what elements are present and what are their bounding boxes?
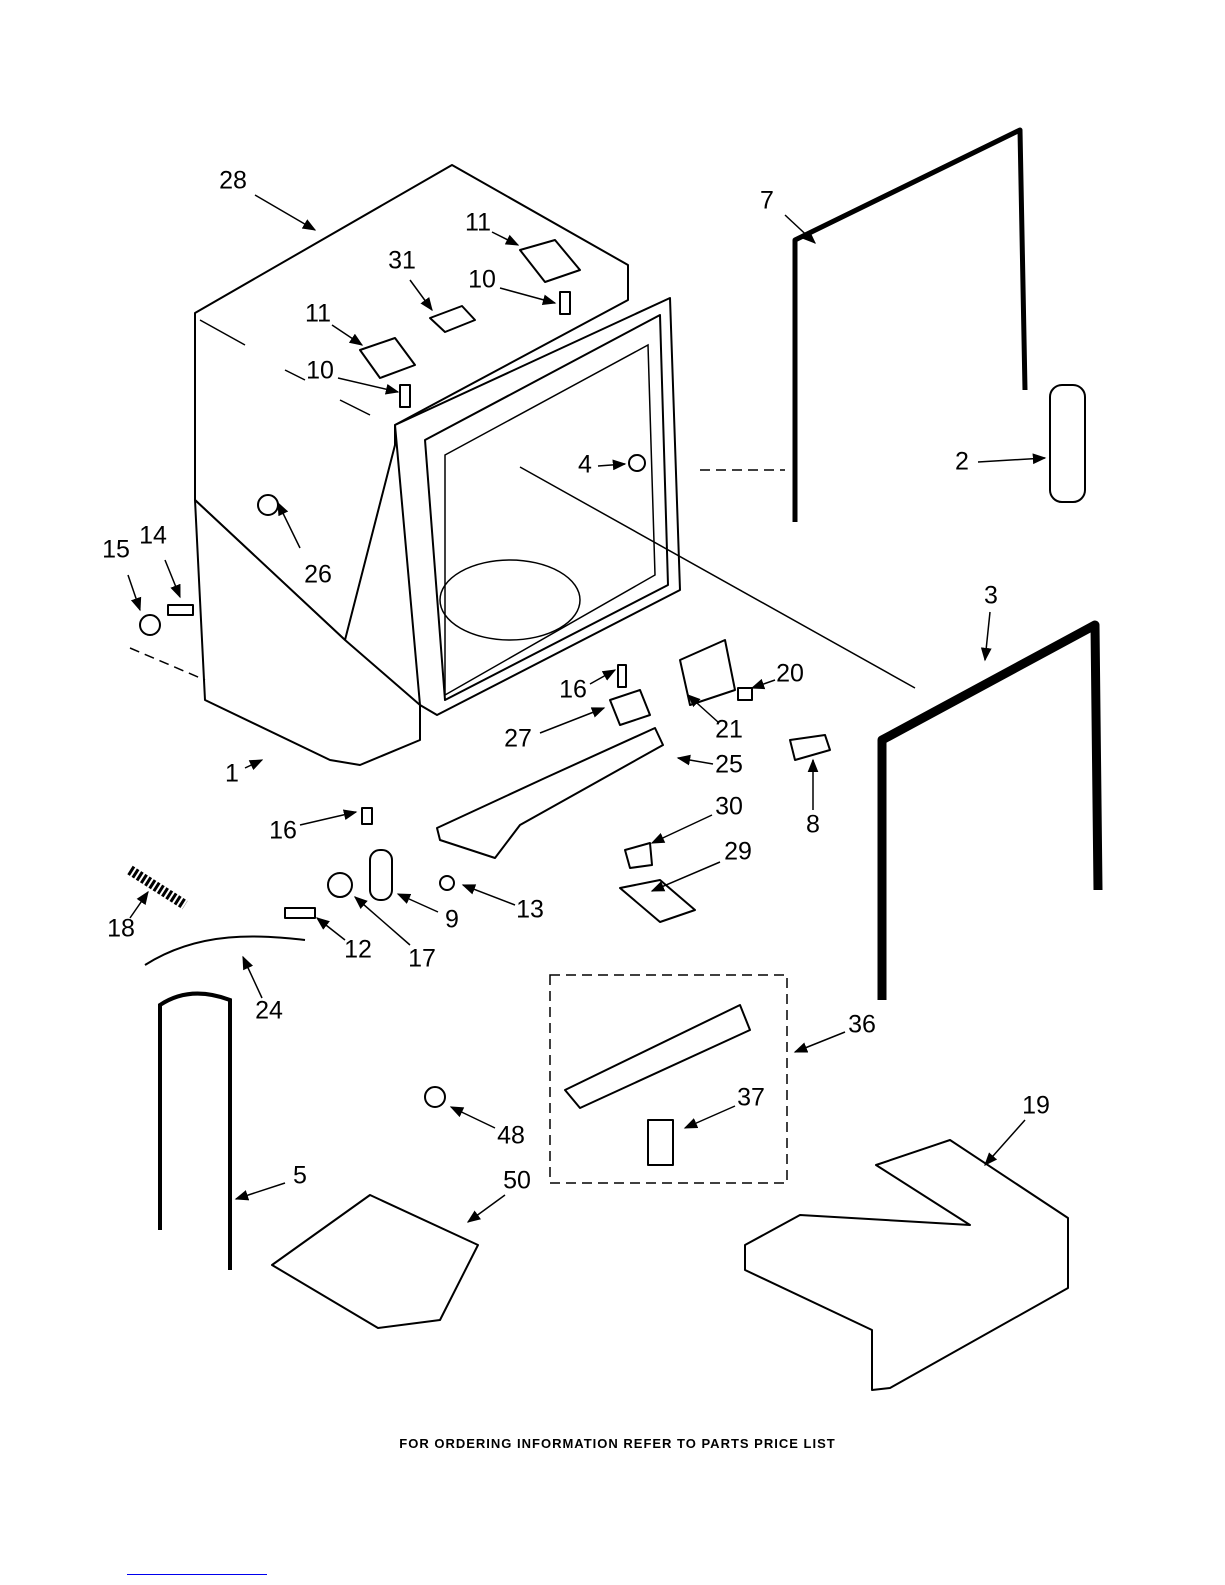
- callout-label-13: 13: [516, 896, 544, 924]
- link-underline[interactable]: [127, 1574, 267, 1575]
- callout-arrow: [795, 1032, 845, 1052]
- callout-label-30: 30: [715, 793, 743, 821]
- callout-label-28: 28: [219, 167, 247, 195]
- callout-label-27: 27: [504, 725, 532, 753]
- callout-label-14: 14: [139, 522, 167, 550]
- callout-label-26: 26: [304, 561, 332, 589]
- callout-arrow: [317, 918, 345, 940]
- callout-label-20: 20: [776, 660, 804, 688]
- callout-label-11: 11: [305, 300, 331, 328]
- callout-arrow: [236, 1183, 285, 1199]
- callout-arrow: [678, 758, 713, 764]
- callout-arrow: [165, 560, 180, 597]
- footer-note: FOR ORDERING INFORMATION REFER TO PARTS …: [0, 1436, 1225, 1451]
- callout-label-8: 8: [806, 811, 820, 839]
- base-insulation: [745, 1140, 1068, 1390]
- callout-label-4: 4: [578, 451, 592, 479]
- callout-arrow: [978, 458, 1045, 462]
- callout-arrow: [255, 195, 315, 230]
- callout-label-48: 48: [497, 1122, 525, 1150]
- callout-label-1: 1: [225, 760, 239, 788]
- callout-arrow: [985, 612, 990, 660]
- callout-arrow: [685, 1106, 735, 1128]
- callout-arrow: [463, 885, 515, 905]
- callout-arrow: [468, 1195, 505, 1222]
- callout-arrow: [243, 957, 262, 998]
- callout-arrow: [652, 862, 720, 891]
- callout-arrow: [398, 894, 438, 912]
- callout-label-16: 16: [269, 817, 297, 845]
- callout-label-3: 3: [984, 582, 998, 610]
- callout-label-10: 10: [468, 266, 496, 294]
- callout-label-36: 36: [848, 1011, 876, 1039]
- callout-arrow: [985, 1120, 1025, 1165]
- float-switch: [565, 1005, 750, 1108]
- callout-label-7: 7: [760, 187, 774, 215]
- callout-label-21: 21: [715, 716, 743, 744]
- callout-arrow: [245, 760, 262, 768]
- callout-arrow: [128, 575, 140, 610]
- callout-label-50: 50: [503, 1167, 531, 1195]
- callout-label-11: 11: [465, 209, 491, 237]
- callout-label-12: 12: [344, 936, 372, 964]
- callout-label-16: 16: [559, 676, 587, 704]
- callout-arrow: [652, 815, 712, 843]
- callout-label-17: 17: [408, 945, 436, 973]
- callout-label-24: 24: [255, 997, 283, 1025]
- callout-label-25: 25: [715, 751, 743, 779]
- callout-label-15: 15: [102, 536, 130, 564]
- callout-label-5: 5: [293, 1162, 307, 1190]
- callout-arrow: [300, 812, 356, 825]
- callout-label-18: 18: [107, 915, 135, 943]
- callout-arrow: [451, 1107, 495, 1128]
- callout-label-10: 10: [306, 357, 334, 385]
- callout-label-19: 19: [1022, 1092, 1050, 1120]
- callout-arrow: [540, 708, 604, 733]
- callout-label-9: 9: [445, 906, 459, 934]
- callout-label-29: 29: [724, 838, 752, 866]
- callout-arrow: [590, 670, 615, 684]
- callout-label-37: 37: [737, 1084, 765, 1112]
- callout-label-2: 2: [955, 448, 969, 476]
- parts-bag: [272, 1195, 478, 1328]
- callout-arrow: [752, 680, 775, 688]
- callout-label-31: 31: [388, 247, 416, 275]
- switch: [648, 1120, 673, 1165]
